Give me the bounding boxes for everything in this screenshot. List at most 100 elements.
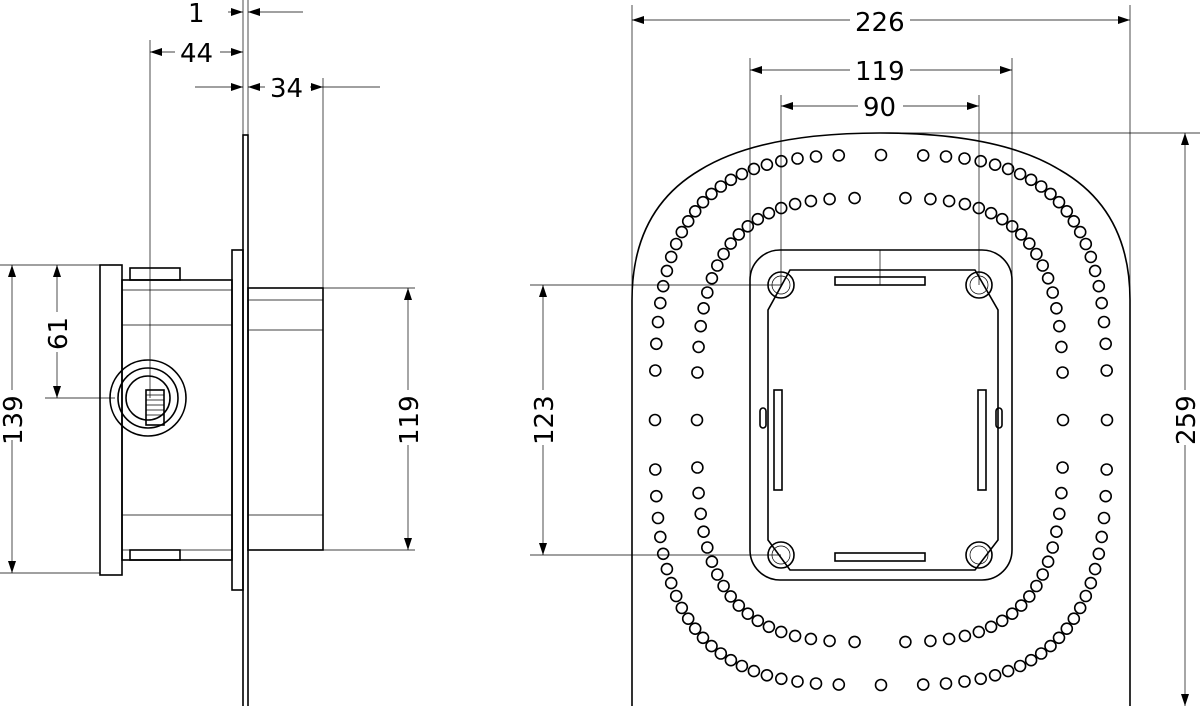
hole [692,486,705,500]
hole [653,296,667,310]
hole [648,463,662,476]
hole [1055,340,1068,354]
hole [809,150,823,163]
hole [681,612,695,626]
hole [700,286,714,299]
hole [705,639,718,653]
hole-pattern [648,148,1114,692]
hole [823,192,836,206]
hole [1056,366,1069,379]
hole [832,149,846,162]
hole [1056,461,1069,474]
hole [762,206,776,220]
hole [1036,568,1049,581]
hole [732,228,746,241]
hole [1023,237,1036,250]
hole [1013,167,1027,181]
hole [669,589,683,603]
hole [762,620,776,634]
front-view: 226 119 90 123 259 [530,4,1200,706]
hole [1092,279,1106,293]
hole [1099,337,1112,351]
dim-frame-width: 119 [855,57,905,87]
hole [660,562,674,576]
hole [651,315,665,329]
hole [747,162,761,176]
hole [916,149,930,162]
dim-side-height: 139 [0,395,29,445]
hole [694,319,708,333]
hole [649,489,663,503]
hole [1044,187,1057,201]
hole [724,237,738,250]
mounting-flange [231,249,244,591]
hole [664,576,678,590]
hole [649,337,663,351]
hole [669,237,683,251]
body [121,279,233,561]
hole [747,664,761,678]
hole [1014,228,1028,241]
hole [751,212,765,226]
hole [984,620,998,634]
hole [724,590,738,603]
hole [1030,247,1043,261]
hole [714,180,728,193]
hole [924,634,937,648]
hole [1046,286,1059,299]
hole [848,191,861,205]
hole [899,635,912,649]
hole [660,264,674,278]
hole [717,579,730,593]
hole [694,507,708,521]
hole [1036,259,1049,272]
hole [1095,296,1108,310]
hole [651,511,665,525]
hole [760,158,774,171]
hole [1034,647,1048,660]
hole [988,668,1002,682]
hole [1001,664,1015,678]
dim-overall-width: 226 [855,8,905,38]
hole [1041,271,1055,285]
valve-connection [109,359,187,437]
hole [741,220,755,233]
hole [705,271,719,285]
hole [1023,590,1036,603]
hole [710,259,724,272]
hole [1055,486,1068,500]
hole [1030,579,1043,593]
hole [741,607,755,621]
hole [995,614,1009,628]
hole [696,195,710,209]
hole [656,279,670,293]
hole [1095,530,1108,544]
hole [717,247,730,261]
hole [648,364,662,377]
hole [735,167,749,181]
hole [648,413,662,427]
hole [1024,173,1038,187]
hole [823,634,836,648]
hole [1005,607,1019,621]
hole [653,530,667,544]
dim-plate-thickness: 1 [188,0,205,29]
hole [958,152,971,165]
hole [1060,622,1074,636]
hole [984,206,998,220]
hole [724,173,738,187]
hole [675,225,689,239]
hole [681,215,695,228]
hole [735,659,749,673]
screw-icon [965,541,993,569]
hole [1099,489,1112,503]
hole [664,250,678,264]
hole [691,366,704,379]
hole [1073,601,1087,615]
hole [751,614,765,628]
hole [974,154,988,168]
hole [1088,264,1102,278]
hole [696,631,710,645]
hole [690,413,704,427]
hole [988,158,1002,171]
